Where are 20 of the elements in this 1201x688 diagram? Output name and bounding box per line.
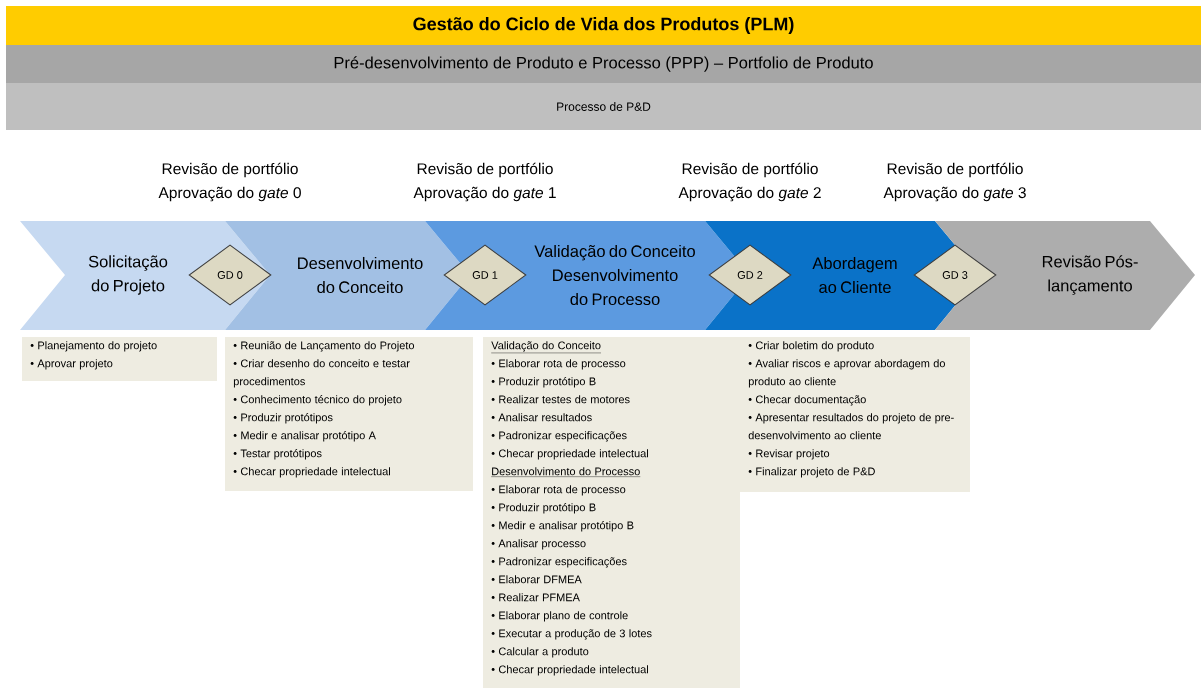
header-band: Processo de P&D [6, 83, 1201, 130]
review-label: Aprovação do gate 1 [413, 186, 556, 202]
activity-box: • Planejamento do projeto • Aprovar projeto [22, 337, 217, 381]
node-label: • Finalizar projeto de P&D [748, 467, 875, 478]
node-label: • Revisar projeto [748, 449, 830, 460]
activity-box: • Criar boletim do produto • Avaliar riscos e aprovar abordagem do produto ao cliente • Checar documentação • Apresentar resultados do projeto de pre-desenvolvimento ao cliente • Revisar projeto • Finalizar projeto de P&D [740, 337, 970, 492]
review-label: Revisão de portfólio [162, 162, 298, 178]
activity-box: • Reunião de Lançamento do Projeto • Criar desenho do conceito e testar procedimentos • Conhecimento técnico do projeto • Produzir protótipos • Medir e analisar protótipo A • Testar protótipos • Checar propriedade intelectual [225, 337, 473, 491]
review-label: Aprovação do gate 3 [883, 186, 1026, 202]
node-label: • Avaliar riscos e aprovar abordagem do produto ao cliente [748, 359, 945, 388]
review-label: Revisão de portfólio [682, 162, 818, 178]
review-label: Revisão de portfólio [887, 162, 1023, 178]
review-label: Aprovação do gate 2 [678, 186, 821, 202]
review-label: Aprovação do gate 0 [158, 186, 301, 202]
header-band: Pré-desenvolvimento de Produto e Processo (PPP) – Portfolio de Produto [6, 45, 1201, 83]
review-label: Revisão de portfólio [417, 162, 553, 178]
node-label: • Criar boletim do produto [748, 341, 874, 352]
header-band: Gestão do Ciclo de Vida dos Produtos (PLM) [6, 6, 1201, 45]
node-label: • Apresentar resultados do projeto de pre-desenvolvimento ao cliente [748, 413, 954, 440]
node-label: • Checar documentação [748, 395, 866, 406]
